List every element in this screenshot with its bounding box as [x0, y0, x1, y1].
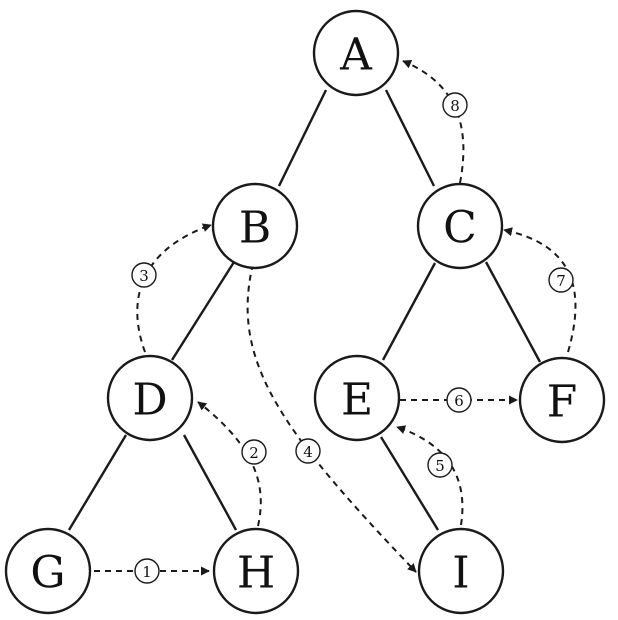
edge-e-i: [379, 436, 440, 531]
svg-text:1: 1: [142, 563, 152, 581]
svg-text:5: 5: [435, 457, 445, 475]
step-badges: 1 2 3 4 5 6 7 8: [131, 92, 574, 584]
svg-text:8: 8: [450, 97, 460, 115]
thread-arrows: [94, 60, 577, 576]
svg-text:D: D: [132, 375, 167, 426]
edge-a-c: [384, 89, 436, 187]
svg-text:2: 2: [249, 444, 259, 462]
edge-c-e: [381, 262, 437, 361]
node-d: D: [106, 354, 194, 442]
node-i: I: [417, 527, 505, 615]
step-badge-6: 6: [446, 387, 472, 413]
node-f: F: [518, 356, 606, 444]
svg-text:G: G: [30, 548, 65, 599]
svg-text:H: H: [237, 548, 275, 599]
step-badge-2: 2: [241, 439, 267, 465]
node-g: G: [4, 527, 92, 615]
tree-nodes: A B C D E F G H: [4, 9, 606, 615]
thread-arrow-2: [197, 401, 262, 527]
svg-text:A: A: [339, 30, 373, 81]
svg-text:3: 3: [139, 267, 149, 285]
step-badge-4: 4: [295, 438, 321, 464]
edge-d-h: [182, 434, 238, 531]
svg-text:C: C: [443, 203, 477, 254]
edge-d-g: [67, 434, 128, 531]
svg-text:6: 6: [454, 392, 464, 410]
node-e: E: [313, 354, 401, 442]
step-badge-1: 1: [134, 558, 160, 584]
svg-text:7: 7: [556, 272, 566, 290]
node-c: C: [416, 182, 504, 270]
thread-arrow-8: [402, 60, 465, 184]
svg-text:E: E: [341, 375, 373, 426]
step-badge-7: 7: [548, 267, 574, 293]
step-badge-3: 3: [131, 262, 157, 288]
node-b: B: [211, 182, 299, 270]
svg-text:B: B: [239, 203, 271, 254]
edge-c-f: [484, 261, 542, 363]
svg-text:F: F: [547, 377, 578, 428]
thread-arrow-4: [246, 263, 417, 573]
step-badge-8: 8: [442, 92, 468, 118]
tree-edges: [67, 89, 542, 531]
thread-arrow-3: [136, 223, 212, 353]
svg-text:I: I: [452, 548, 469, 599]
thread-arrow-5: [396, 425, 464, 526]
edge-b-d: [170, 261, 236, 361]
node-h: H: [212, 527, 300, 615]
step-badge-5: 5: [427, 452, 453, 478]
svg-text:4: 4: [303, 443, 313, 461]
edge-a-b: [277, 89, 328, 187]
node-a: A: [312, 9, 400, 97]
